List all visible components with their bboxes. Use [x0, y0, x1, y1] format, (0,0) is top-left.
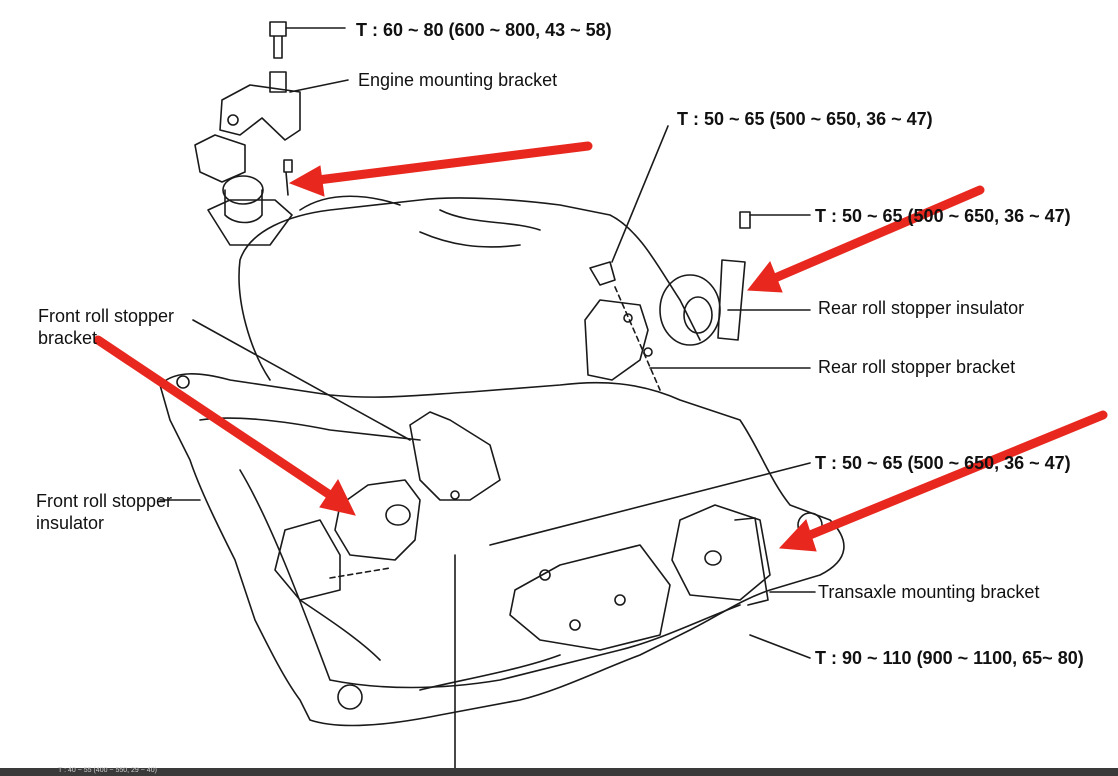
- red-arrow-transaxle: [805, 410, 1108, 540]
- torque-front-stopper-label: T : 50 ~ 65 (500 ~ 650, 36 ~ 47): [815, 453, 1071, 473]
- engine-mount-bracket-shape: [219, 84, 301, 141]
- red-arrow-front-insulator: [93, 335, 335, 500]
- bottom-strip: [0, 768, 1118, 776]
- subframe-outline: [159, 373, 845, 727]
- red-arrow-rear-insulator: [770, 185, 985, 283]
- front-roll-stopper-insulator-label: Front roll stopper insulator: [36, 491, 173, 533]
- torque-top-label: T : 60 ~ 80 (600 ~ 800, 43 ~ 58): [356, 20, 612, 40]
- engine-mounting-bracket-label: Engine mounting bracket: [358, 70, 558, 90]
- torque-transaxle-label: T : 90 ~ 110 (900 ~ 1100, 65~ 80): [815, 648, 1084, 668]
- front-stopper-insulator-shape: [334, 479, 421, 561]
- torque-rear-stopper-insulator-label: T : 50 ~ 65 (500 ~ 650, 36 ~ 47): [815, 206, 1071, 226]
- red-arrow-engine-bolt: [313, 141, 593, 185]
- rear-stopper-bracket-shape: [584, 299, 649, 381]
- front-roll-stopper-bracket-label: Front roll stopper bracket: [38, 306, 175, 348]
- rear-roll-stopper-bracket-label: Rear roll stopper bracket: [818, 357, 1016, 377]
- transaxle-bracket-shape: [671, 504, 771, 601]
- transaxle-mounting-bracket-label: Transaxle mounting bracket: [818, 582, 1040, 602]
- front-stopper-bracket-shape: [409, 411, 501, 501]
- rear-roll-stopper-insulator-label: Rear roll stopper insulator: [818, 298, 1025, 318]
- torque-rear-stopper-bracket-label: T : 50 ~ 65 (500 ~ 650, 36 ~ 47): [677, 109, 933, 129]
- top-bolt-shape: [269, 21, 287, 59]
- bottom-strip-text: T : 40 ~ 55 (400 ~ 550, 29 ~ 40): [58, 767, 157, 774]
- engine-block-outline: [238, 195, 701, 381]
